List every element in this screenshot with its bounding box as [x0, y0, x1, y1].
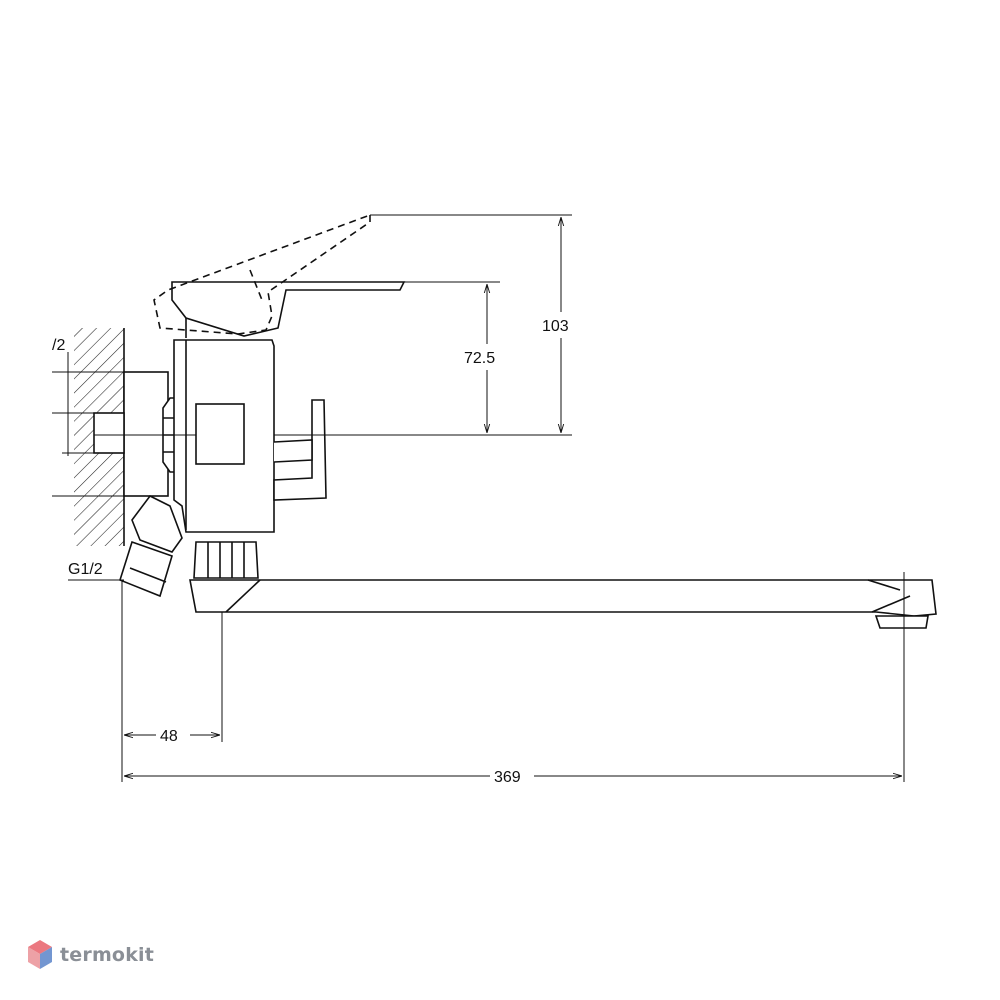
dim-72-5-label: 72.5: [464, 350, 495, 367]
spout: [189, 579, 937, 629]
mixer-body: [173, 339, 275, 533]
dim-369-label: 369: [494, 769, 521, 786]
cartridge-cap: [171, 281, 406, 338]
lever-raised-outline: [153, 213, 371, 335]
height-extension-lines: [94, 214, 572, 436]
dim-48-label: 48: [160, 728, 178, 745]
spout-nut: [193, 541, 259, 579]
watermark: termokit: [26, 938, 154, 972]
hexagon-cube-icon: [28, 940, 52, 969]
shower-outlet: [119, 494, 183, 598]
bottom-extension-lines: [121, 572, 905, 782]
left-reference-lines: [52, 352, 124, 497]
dim-103-label: 103: [542, 318, 569, 335]
thread-label: G1/2: [68, 561, 103, 578]
wall-flange: [93, 371, 169, 497]
watermark-brand-text: termokit: [60, 944, 155, 966]
diverter-handle: [273, 399, 327, 501]
thread-partial-label: /2: [52, 337, 65, 354]
